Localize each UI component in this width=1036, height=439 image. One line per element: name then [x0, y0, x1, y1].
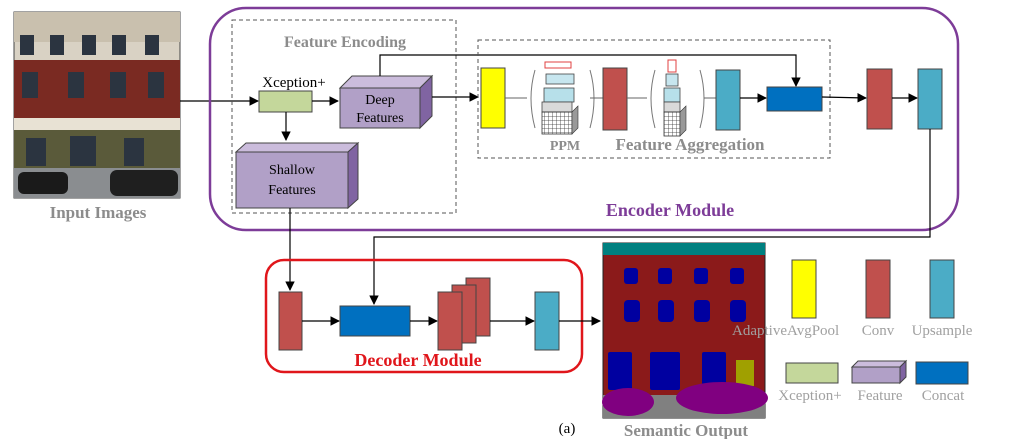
deep-features-block: Deep Features	[338, 74, 434, 130]
legend-xception-swatch	[785, 362, 839, 384]
decoder-module-box	[264, 258, 584, 374]
legend-feature-swatch	[850, 359, 908, 385]
ppm-label: PPM	[550, 139, 580, 154]
feature-encoding-label: Feature Encoding	[284, 34, 406, 51]
semantic-output-label: Semantic Output	[624, 421, 749, 439]
adaptive-avg-pool-block	[480, 67, 506, 129]
decoder-conv-stack	[437, 277, 491, 351]
xception-label: Xception+	[262, 75, 325, 91]
decoder-module-label: Decoder Module	[354, 350, 481, 370]
shallow-features-block: Shallow Features	[234, 141, 360, 210]
deep-features-label-2: Features	[356, 111, 403, 126]
legend-pool-swatch	[791, 259, 817, 319]
legend-concat-label: Concat	[922, 388, 965, 404]
encoder-conv-block	[866, 68, 893, 130]
legend: AdaptiveAvgPool Conv Upsample Xception+ …	[732, 259, 973, 404]
deep-features-label-1: Deep	[365, 93, 395, 108]
aggregation-stack	[650, 59, 705, 137]
feature-encoding-box	[231, 19, 457, 214]
input-image	[13, 11, 181, 199]
legend-concat-swatch	[915, 361, 969, 385]
encoder-upsample-block	[917, 68, 943, 130]
legend-upsample-label: Upsample	[912, 323, 973, 339]
xception-block	[258, 90, 313, 113]
feature-aggregation-box	[477, 39, 831, 159]
shallow-features-label-1: Shallow	[269, 163, 316, 178]
legend-conv-swatch	[865, 259, 891, 319]
legend-upsample-swatch	[929, 259, 955, 319]
decoder-concat-block	[339, 305, 411, 337]
aggregation-upsample-block	[715, 69, 741, 131]
legend-xception-label: Xception+	[778, 388, 841, 404]
caption-label: (a)	[559, 421, 576, 437]
decoder-conv-block	[278, 291, 303, 351]
decoder-upsample-block	[534, 291, 560, 351]
feature-aggregation-label: Feature Aggregation	[615, 135, 765, 154]
legend-conv-label: Conv	[862, 323, 895, 339]
encoder-concat-block	[766, 86, 823, 112]
shallow-features-label-2: Features	[268, 183, 315, 198]
ppm-stack	[530, 61, 595, 135]
encoder-module-label: Encoder Module	[606, 200, 734, 220]
input-images-label: Input Images	[50, 203, 147, 222]
aggregation-conv-block	[602, 67, 628, 131]
encoder-module-box	[208, 6, 960, 232]
semantic-output-image	[602, 242, 768, 419]
legend-feature-label: Feature	[858, 388, 903, 404]
legend-pool-label: AdaptiveAvgPool	[732, 323, 839, 339]
